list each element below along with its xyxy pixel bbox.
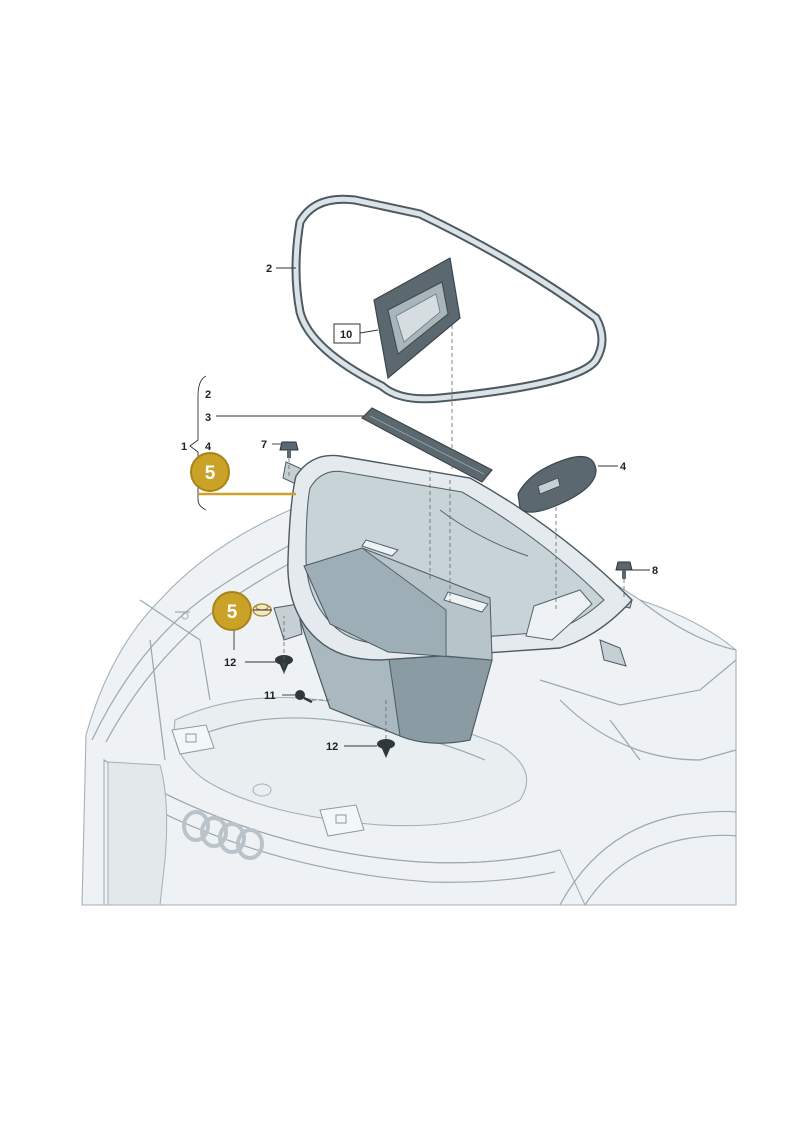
cover-plate [517, 455, 597, 513]
bolt-8 [615, 561, 633, 579]
callout-2-seal: 2 [266, 263, 272, 275]
callout-1: 1 [181, 441, 187, 453]
callout-12-left: 12 [224, 657, 236, 669]
callout-4-right: 4 [620, 461, 627, 473]
callout-3: 3 [205, 412, 211, 424]
callout-7: 7 [261, 439, 267, 451]
audi-rings-logo [182, 810, 264, 860]
latch-plate-right [319, 804, 365, 837]
filter-cover [373, 257, 461, 380]
callout-11: 11 [264, 690, 276, 702]
expanding-rivet-12-bottom [377, 739, 395, 758]
callout-labels: 2 10 2 3 1 4 7 4 8 12 11 12 [181, 263, 658, 753]
bolt-7 [279, 441, 299, 458]
screw-11 [295, 690, 313, 704]
assembly-lines [283, 318, 625, 740]
grille-strip [361, 407, 493, 483]
highlight-marker-5-upper[interactable]: 5 [190, 452, 230, 492]
frunk-storage-tub [273, 454, 633, 744]
latch-plate-left [171, 724, 215, 755]
callout-10: 10 [340, 329, 352, 341]
seal-ring [291, 194, 607, 404]
highlight-5-upper-label: 5 [205, 463, 216, 484]
highlight-marker-5-lower[interactable]: 5 [212, 591, 252, 631]
leader-lines [189, 267, 650, 747]
callout-2-list: 2 [205, 389, 211, 401]
callout-10-box [333, 323, 361, 344]
callout-8: 8 [652, 565, 658, 577]
callout-12-bottom: 12 [326, 741, 338, 753]
highlight-5-lower-label: 5 [227, 602, 238, 623]
callout-4-list: 4 [205, 441, 212, 453]
